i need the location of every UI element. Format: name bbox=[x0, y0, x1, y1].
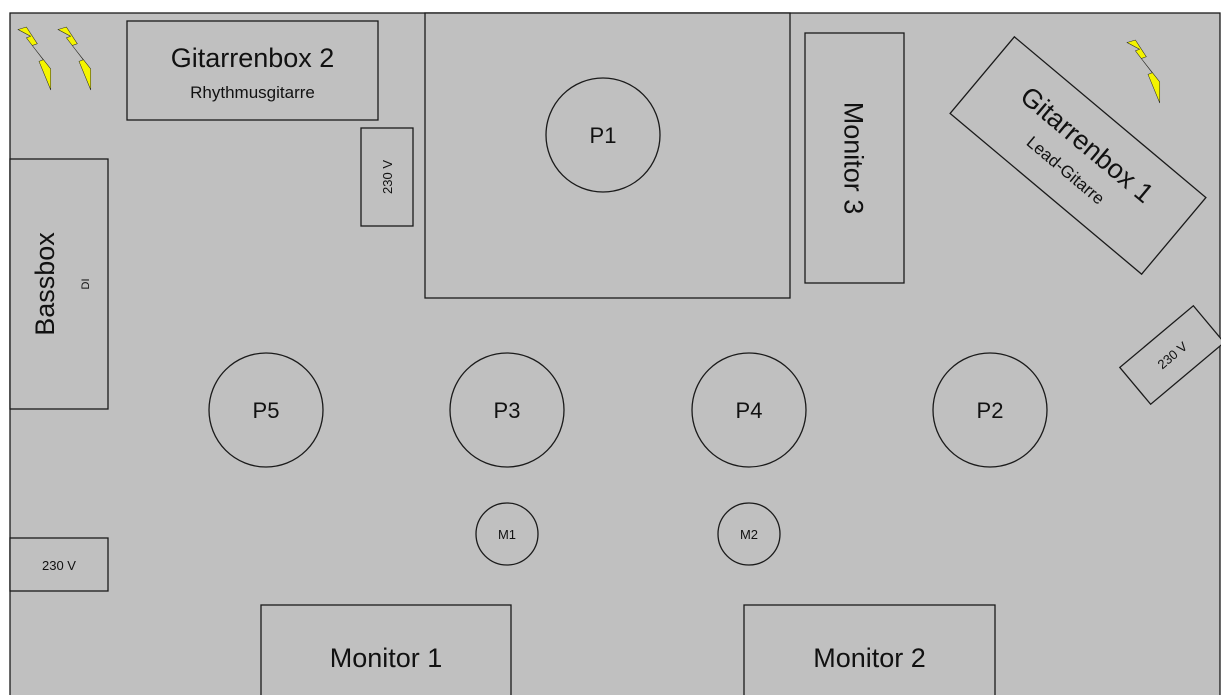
bass-box-title: Bassbox bbox=[30, 232, 60, 336]
mic-m1-circle bbox=[475, 502, 539, 566]
position-p4-label: P4 bbox=[736, 398, 763, 423]
power-outlet-right-side: 230 V bbox=[1118, 304, 1221, 406]
position-p2-circle bbox=[932, 352, 1048, 468]
power-outlet-left-bottom-outline bbox=[9, 537, 109, 592]
monitor-1-label: Monitor 1 bbox=[330, 643, 443, 673]
mic-m2-label: M2 bbox=[740, 527, 758, 542]
position-p1: P1 bbox=[545, 77, 661, 193]
monitor-2-label: Monitor 2 bbox=[813, 643, 926, 673]
mic-m1: M1 bbox=[475, 502, 539, 566]
power-outlet-near-riser: 230 V bbox=[360, 127, 414, 227]
lightning-icon bbox=[17, 26, 52, 91]
position-p1-circle bbox=[545, 77, 661, 193]
monitor-1-outline bbox=[260, 604, 512, 695]
bass-box: Bassbox DI bbox=[9, 158, 109, 410]
position-p2: P2 bbox=[932, 352, 1048, 468]
monitor-2-outline bbox=[743, 604, 996, 695]
bass-box-subtitle: DI bbox=[80, 279, 92, 290]
bass-box-outline bbox=[9, 158, 109, 410]
position-p3-circle bbox=[449, 352, 565, 468]
position-p4: P4 bbox=[691, 352, 807, 468]
position-p3: P3 bbox=[449, 352, 565, 468]
guitar-box-2: Gitarrenbox 2 Rhythmusgitarre bbox=[126, 20, 379, 121]
position-p3-label: P3 bbox=[494, 398, 521, 423]
mic-m2-circle bbox=[717, 502, 781, 566]
guitar-box-1-outline bbox=[949, 35, 1207, 276]
position-p5-circle bbox=[208, 352, 324, 468]
mic-m2: M2 bbox=[717, 502, 781, 566]
guitar-box-2-title: Gitarrenbox 2 bbox=[171, 43, 335, 73]
position-p4-circle bbox=[691, 352, 807, 468]
power-outlet-near-riser-label: 230 V bbox=[380, 160, 395, 194]
monitor-3: Monitor 3 bbox=[804, 32, 905, 284]
power-outlet-near-riser-outline bbox=[360, 127, 414, 227]
position-p5: P5 bbox=[208, 352, 324, 468]
monitor-1: Monitor 1 bbox=[260, 604, 512, 695]
guitar-box-2-outline bbox=[126, 20, 379, 121]
monitor-3-outline bbox=[804, 32, 905, 284]
lightning-icon bbox=[57, 26, 92, 91]
lightning-icon bbox=[1126, 39, 1161, 104]
mic-m1-label: M1 bbox=[498, 527, 516, 542]
position-p1-label: P1 bbox=[590, 123, 617, 148]
position-p2-label: P2 bbox=[977, 398, 1004, 423]
position-p5-label: P5 bbox=[253, 398, 280, 423]
monitor-2: Monitor 2 bbox=[743, 604, 996, 695]
monitor-3-label: Monitor 3 bbox=[839, 102, 869, 215]
power-outlet-left-bottom-label: 230 V bbox=[42, 558, 76, 573]
power-outlet-right-side-outline bbox=[1118, 304, 1221, 406]
power-outlet-left-bottom: 230 V bbox=[9, 537, 109, 592]
guitar-box-2-subtitle: Rhythmusgitarre bbox=[190, 83, 315, 102]
